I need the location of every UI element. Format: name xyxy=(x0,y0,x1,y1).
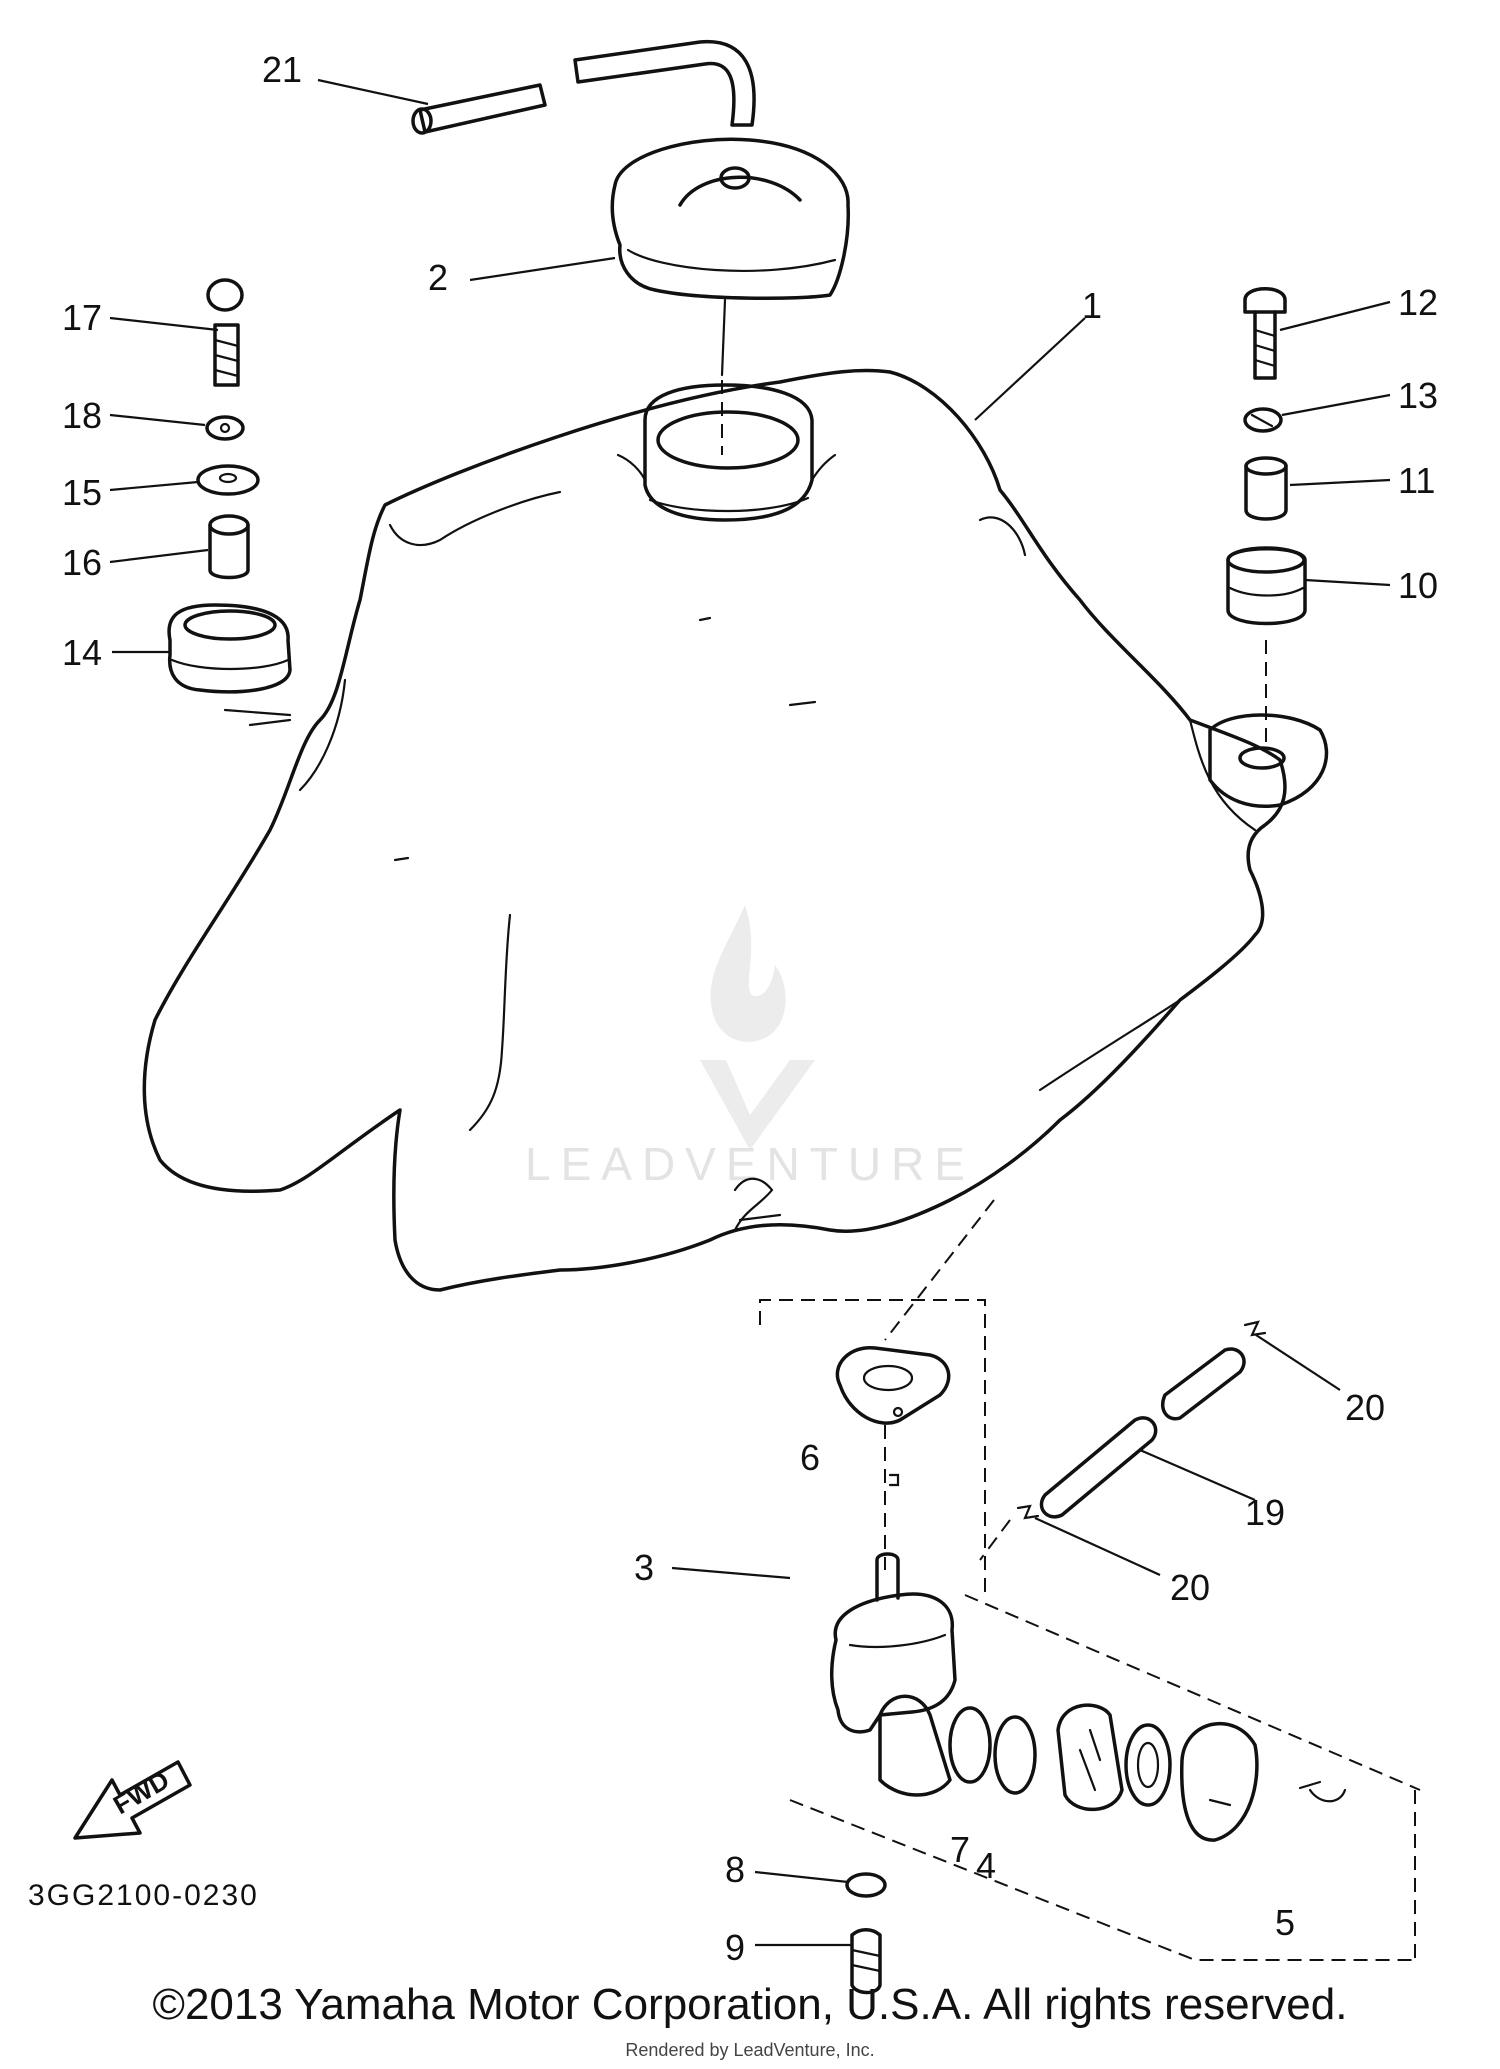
callout-17: 17 xyxy=(62,297,102,338)
fuel-tank xyxy=(142,368,1287,1292)
damper-right xyxy=(1226,546,1307,626)
callout-labels: 1 2 3 4 5 6 7 8 9 10 11 12 13 14 15 16 1… xyxy=(62,49,1438,1968)
callout-19: 19 xyxy=(1245,1492,1285,1533)
copyright-notice: ©2013 Yamaha Motor Corporation, U.S.A. A… xyxy=(152,1980,1348,2029)
assembly-frame-lower xyxy=(789,1799,1415,1961)
callout-6: 6 xyxy=(800,1437,820,1478)
callout-5: 5 xyxy=(1275,1902,1295,1943)
callout-18: 18 xyxy=(62,395,102,436)
callout-1: 1 xyxy=(1082,285,1102,326)
hose-clip-upper xyxy=(1243,1320,1267,1337)
damper-left xyxy=(167,603,292,694)
drain-screw xyxy=(1298,1780,1347,1803)
mount-bolt xyxy=(1243,287,1287,380)
callout-16: 16 xyxy=(62,542,102,583)
callout-2: 2 xyxy=(428,257,448,298)
screw-bottom xyxy=(850,1928,882,1995)
assembly-frame-upper xyxy=(964,1594,1421,1791)
callout-9: 9 xyxy=(725,1927,745,1968)
callout-12: 12 xyxy=(1398,282,1438,323)
watermark-text: LEADVENTURE xyxy=(525,1138,975,1190)
fuel-strainer xyxy=(1056,1703,1124,1812)
callout-4: 4 xyxy=(976,1845,996,1886)
trim-cap xyxy=(206,278,244,312)
cock-centerline xyxy=(884,1199,995,1341)
callout-14: 14 xyxy=(62,632,102,673)
callout-20-upper: 20 xyxy=(1345,1387,1385,1428)
fuel-hose xyxy=(1039,1347,1246,1519)
callout-21: 21 xyxy=(262,49,302,90)
callout-11: 11 xyxy=(1398,460,1435,501)
strainer-cup xyxy=(1180,1721,1259,1842)
tank-mount-bracket xyxy=(1208,713,1329,808)
callout-7: 7 xyxy=(950,1829,970,1870)
collar-right xyxy=(1244,456,1288,521)
o-ring-4 xyxy=(993,1715,1037,1795)
fuel-cap xyxy=(610,137,851,301)
fuel-cock xyxy=(829,1552,957,1797)
fwd-arrow-icon: FWD xyxy=(73,1760,192,1840)
callout-15: 15 xyxy=(62,472,102,513)
fuel-cock-gasket xyxy=(759,1299,986,1600)
leadventure-watermark: LEADVENTURE xyxy=(525,905,975,1190)
filler-neck xyxy=(616,383,837,522)
diagram-code: 3GG2100-0230 xyxy=(28,1879,259,1912)
o-ring-7 xyxy=(948,1706,992,1784)
lock-washer-right xyxy=(1243,407,1283,433)
cap-centerline xyxy=(720,298,727,377)
cock-small-bracket xyxy=(888,1473,900,1487)
callout-10: 10 xyxy=(1398,565,1438,606)
strainer-cup-ring xyxy=(1124,1723,1172,1807)
callout-13: 13 xyxy=(1398,375,1438,416)
washer-bottom xyxy=(845,1872,887,1898)
washer-plate-left xyxy=(196,464,260,496)
callout-3: 3 xyxy=(634,1547,654,1588)
screw-left xyxy=(213,323,240,387)
callout-20-lower: 20 xyxy=(1170,1567,1210,1608)
assembly-frame-side xyxy=(979,1519,1011,1561)
left-mount-line xyxy=(223,708,292,717)
collar-left xyxy=(208,514,250,580)
washer-small-left xyxy=(205,415,245,441)
hose-clip-lower xyxy=(1016,1504,1040,1520)
callout-8: 8 xyxy=(725,1849,745,1890)
rendered-by-notice: Rendered by LeadVenture, Inc. xyxy=(625,2040,875,2060)
leader-lines xyxy=(109,78,1391,1947)
vent-hose xyxy=(411,39,756,135)
